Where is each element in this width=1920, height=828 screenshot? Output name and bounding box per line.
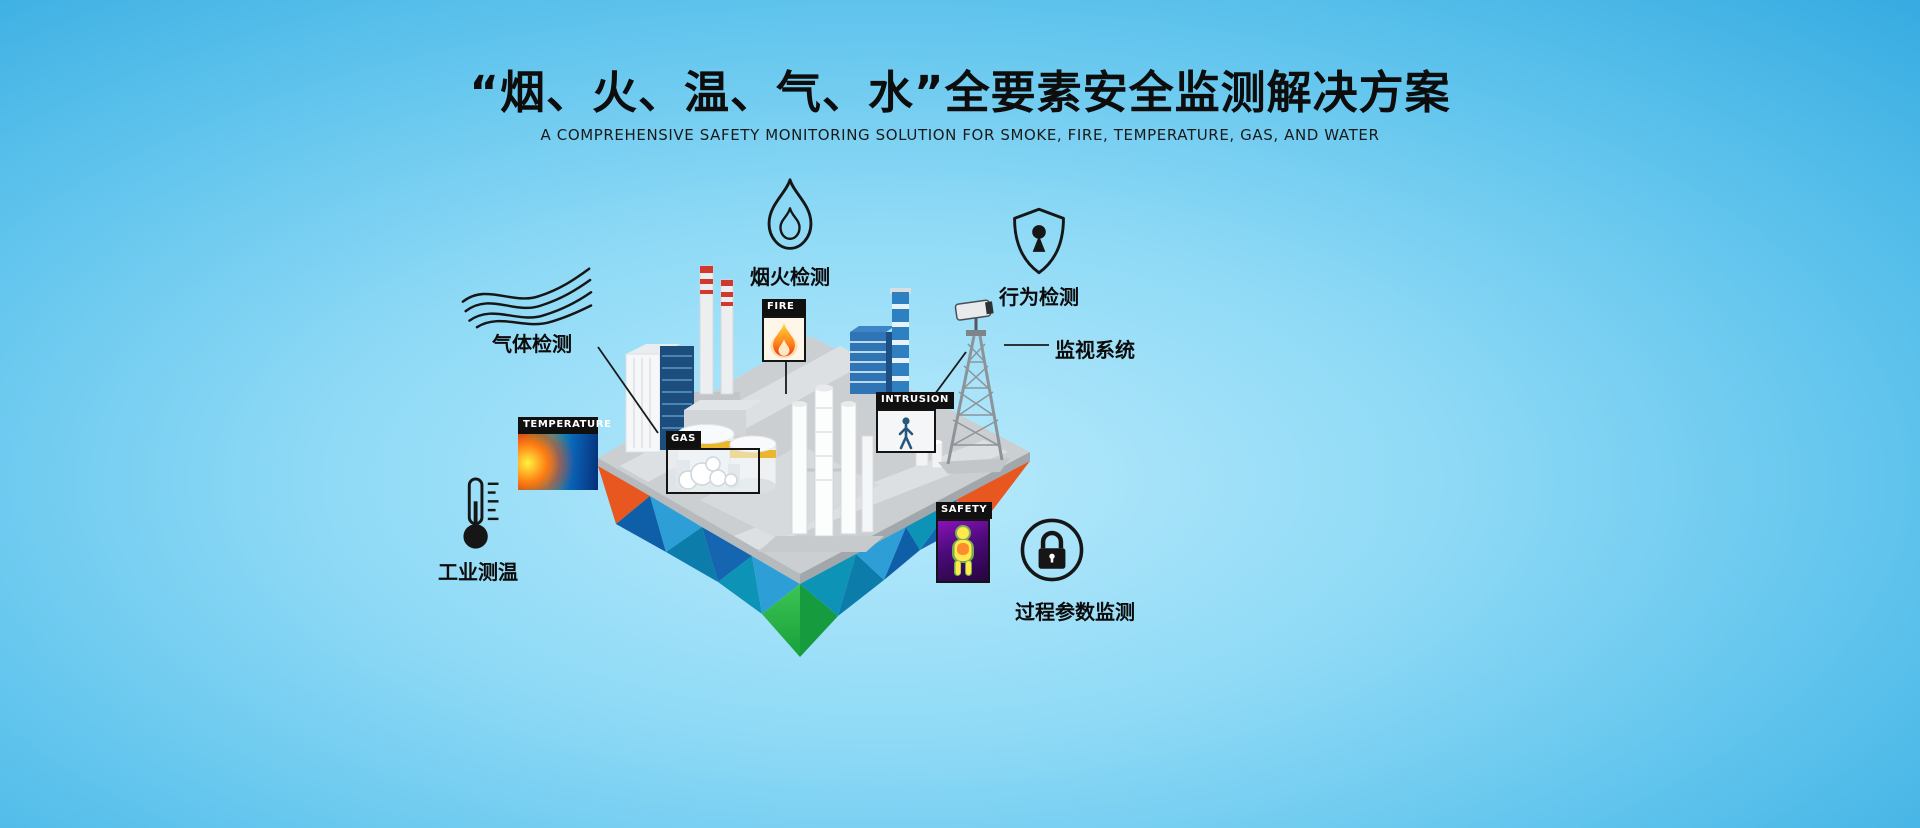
gas-leak-thumbnail [666,447,760,494]
gas-label: 气体检测 [492,332,572,356]
annotation-process-params [1018,516,1086,588]
surveillance-label: 监视系统 [1055,338,1135,362]
thermometer-icon [463,477,499,549]
gas-callout-label: GAS [666,431,701,448]
temperature-callout-label: TEMPERATURE [518,417,611,434]
callout-temperature: TEMPERATURE [518,417,611,490]
industrial-temperature-label: 工业测温 [438,560,518,584]
surveillance-tower [938,299,1010,474]
shield-keyhole-icon [1013,207,1065,275]
callout-gas: GAS [666,431,760,494]
callout-fire: FIRE [762,299,806,362]
fire-thumbnail [762,315,806,362]
flame-icon [767,178,813,250]
fire-thumbnail-flame-icon [770,322,798,358]
person-icon [898,416,914,449]
gas-waves-icon [461,267,593,329]
page-title: “烟、火、温、气、水”全要素安全监测解决方案 [469,66,1451,119]
intrusion-thumbnail [876,408,936,453]
intrusion-callout-label: INTRUSION [876,392,954,409]
cctv-camera-icon [954,299,994,321]
callout-connector-lines [597,344,1049,434]
callout-safety: SAFETY [936,502,993,583]
chimneys [694,265,740,406]
annotation-gas [458,264,594,334]
annotation-behavior: 行为检测 [996,206,1082,310]
safety-callout-label: SAFETY [936,502,993,519]
annotation-smoke-fire: 烟火检测 [748,176,832,290]
office-building [625,344,694,453]
process-params-label: 过程参数监测 [1015,600,1135,624]
smoke-puffs-icon [676,455,740,490]
callout-intrusion: INTRUSION [876,392,954,453]
fire-callout-label: FIRE [762,299,806,316]
annotation-temperature [452,476,508,556]
thermal-person-thumbnail [936,518,990,583]
page-subtitle: A COMPREHENSIVE SAFETY MONITORING SOLUTI… [540,126,1380,144]
distillation-columns [758,384,884,552]
smoke-fire-label: 烟火检测 [750,265,830,289]
blue-warehouse [850,326,895,394]
thermal-person-icon [952,524,974,576]
island-underside [598,461,1030,657]
behavior-label: 行为检测 [999,285,1079,309]
lock-icon [1020,518,1084,582]
thermal-image-thumbnail [518,433,598,490]
